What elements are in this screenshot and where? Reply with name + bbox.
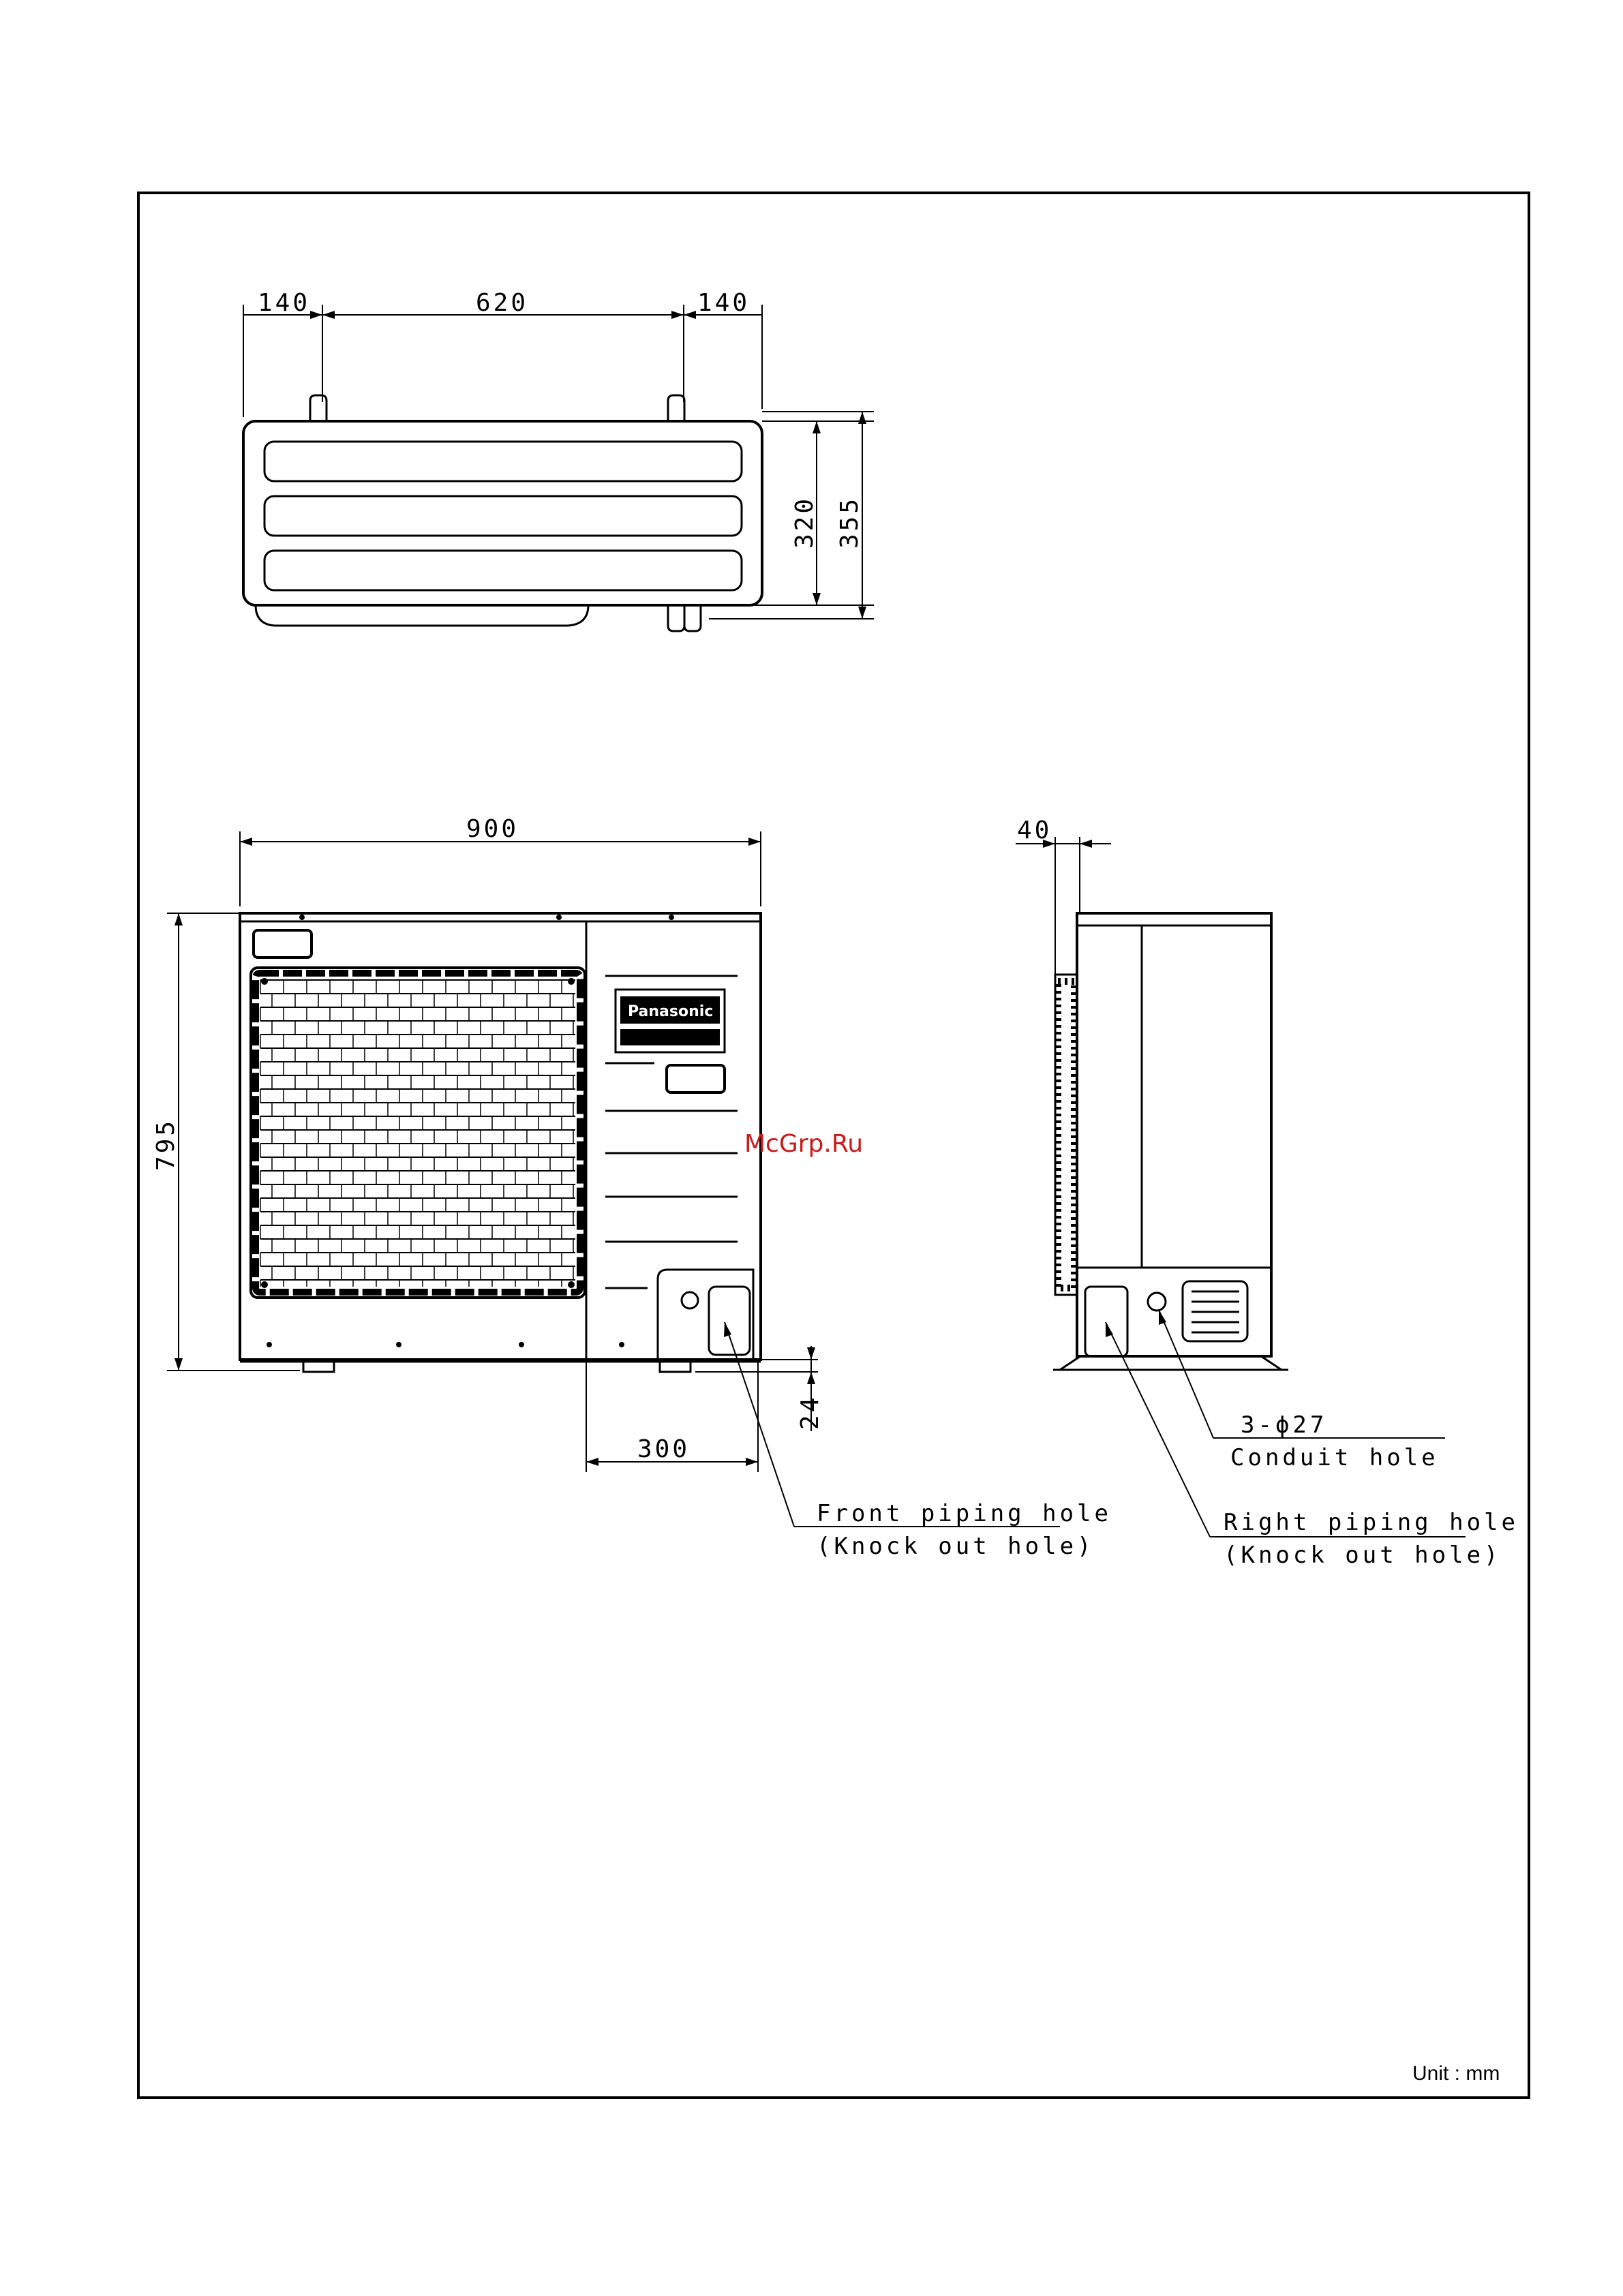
dim-24: 24 [796,1395,824,1430]
dim-900: 900 [466,815,519,843]
conduit-name-label: Conduit hole [1230,1444,1439,1471]
top-view: 140 620 140 320 355 [243,289,874,631]
dim-40: 40 [1017,816,1052,844]
right-piping-label-2: (Knock out hole) [1224,1542,1502,1569]
fan-grille [251,968,585,1298]
dim-top-620: 620 [476,289,528,317]
front-view: 900 795 [152,815,1112,1560]
conduit-count-label: 3-ϕ27 [1241,1411,1327,1439]
side-view: 40 3-ϕ27 Conduit hole Right piping hole … [1016,816,1519,1569]
front-piping-label-1: Front piping hole [817,1500,1112,1527]
dim-355: 355 [836,496,864,549]
brand-logo: Panasonic [628,1003,713,1020]
right-piping-label-1: Right piping hole [1224,1509,1519,1536]
dim-300: 300 [637,1435,690,1463]
dim-top-left-140: 140 [258,289,310,317]
unit-label: Unit : mm [1412,2062,1500,2085]
dim-795: 795 [152,1118,180,1171]
watermark: McGrp.Ru [744,1130,863,1158]
dim-320: 320 [791,496,819,549]
front-piping-label-2: (Knock out hole) [817,1533,1095,1560]
dim-top-right-140: 140 [697,289,750,317]
